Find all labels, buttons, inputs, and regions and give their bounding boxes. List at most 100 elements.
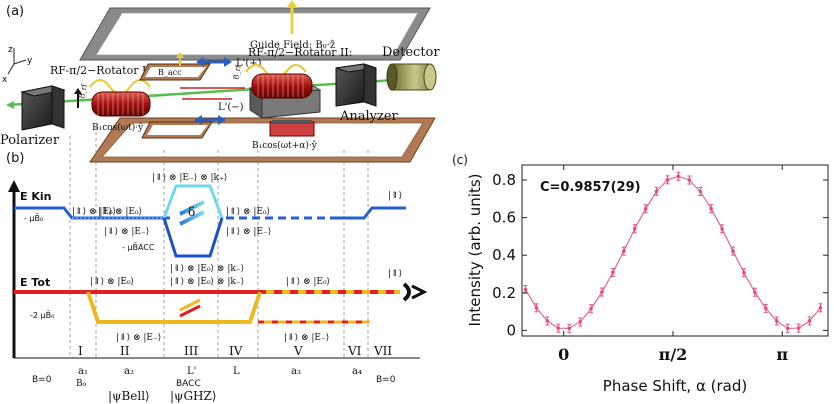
panel-a: (a) Guide Field: B₀·ẑ z y x Polarizer — [0, 0, 440, 163]
guide-field-label: Guide Field: B₀·ẑ — [250, 40, 335, 51]
psi-bell-label: |ψBell⟩ — [108, 389, 150, 403]
bottom-label-b0-left: B=0 — [32, 375, 52, 385]
data-point — [720, 227, 724, 231]
rotator2-dark-block — [269, 120, 315, 137]
data-point — [763, 306, 768, 311]
bacc-label: B_acc — [158, 68, 182, 77]
rotator2-label: RF-π/2−Rotator II: — [248, 46, 352, 59]
delta-marker-blue: δ — [179, 200, 205, 226]
data-point — [731, 249, 735, 253]
detector-cylinder — [386, 63, 437, 91]
axis-y-label: y — [27, 56, 33, 66]
region-5: V — [293, 344, 303, 358]
x-axis-label: Phase Shift, α (rad) — [603, 377, 747, 395]
bacc-arrowhead — [176, 52, 184, 58]
data-point — [567, 326, 572, 331]
x-tick-label: π/2 — [659, 345, 688, 364]
y-tick-label: 0.4 — [492, 246, 516, 264]
beam-arrowhead — [6, 101, 14, 109]
data-point — [523, 287, 528, 292]
panel-a-label: (a) — [6, 4, 24, 19]
momentum-arrow-bottom — [194, 115, 226, 125]
guide-field-top-frame-inner — [95, 12, 419, 56]
data-point — [545, 319, 550, 323]
region-2: II — [120, 344, 130, 358]
ket-low-1: |⇓⟩ ⊗ |E₋⟩ — [116, 333, 161, 343]
delta-marker-red — [179, 298, 201, 318]
ket-mid-2: |⇑⟩ ⊗ |E₀⟩ ⊗ |k₋⟩ — [170, 277, 244, 287]
bacc-bottom-label: BACC — [176, 379, 201, 389]
data-point — [709, 206, 713, 211]
data-point — [785, 326, 790, 331]
two-mu-b0-label: -2 μB̄₀ — [30, 310, 54, 320]
b0-label: B₀ — [76, 379, 87, 389]
mu-bacc-label: - μB̄ACC — [122, 242, 155, 252]
momentum-arrow-top — [196, 57, 232, 67]
ket-top-box: |⇓⟩ ⊗ |E₋⟩ ⊗ |k₊⟩ — [152, 173, 227, 183]
x-tick-label: 0 — [558, 345, 569, 364]
brf1-label: B_rf — [78, 82, 89, 99]
l-minus-label: L'(−) — [218, 102, 244, 113]
bottom-label-a4: a₄ — [352, 366, 362, 377]
polarizer-label: Polarizer — [0, 133, 60, 148]
data-point — [556, 326, 561, 330]
psi-ghz-label: |ψGHZ⟩ — [170, 389, 217, 403]
region-3: III — [184, 344, 198, 358]
ket-top-low-1: |⇓⟩ ⊗ |E₋⟩ — [104, 227, 149, 237]
data-point — [534, 306, 539, 310]
bottom-label-a2: a₂ — [124, 366, 134, 377]
y-tick-label: 0 — [506, 321, 516, 339]
panel-c-label: (c) — [452, 153, 468, 167]
data-point — [698, 189, 703, 194]
data-point — [742, 270, 746, 275]
x-tick-label: π — [776, 345, 788, 364]
etot-label: E Tot — [20, 276, 50, 289]
y-tick-label: 0.8 — [492, 171, 516, 189]
ket-low-2: |⇓⟩ ⊗ |E₋⟩ — [284, 333, 329, 343]
data-point — [622, 249, 626, 253]
panel-b-label: (b) — [6, 151, 24, 166]
bottom-label-b0-right: B=0 — [376, 375, 396, 385]
spin-arrowhead — [74, 88, 82, 94]
data-point — [796, 326, 801, 330]
mu-b0-top-label: - μB̄₀ — [24, 213, 43, 223]
region-1: I — [78, 344, 83, 358]
data-point — [807, 319, 812, 323]
region-4: IV — [229, 344, 243, 358]
detector-eye-icon — [402, 282, 428, 302]
ket-mid-4: |⇑⟩ — [388, 269, 402, 279]
coordinate-axes: z y x — [2, 45, 33, 85]
analyzer-box — [335, 63, 377, 107]
contrast-annotation: C=0.9857(29) — [540, 180, 641, 195]
ekin-final-line — [330, 206, 406, 220]
data-point — [578, 320, 582, 324]
rotator1-label: RF-π/2−Rotator I: — [50, 64, 150, 77]
ket-mid-box: |⇓⟩ ⊗ |E₀⟩ ⊗ |k₋⟩ — [170, 264, 244, 274]
data-point — [643, 206, 648, 211]
ekin-label: E Kin — [20, 190, 51, 203]
detector-label: Detector — [382, 45, 440, 60]
ket-top-low-2: |⇓⟩ ⊗ |E₋⟩ — [226, 227, 271, 237]
data-point — [600, 290, 604, 294]
etot-lower-path — [86, 291, 262, 324]
plot-frame — [521, 164, 829, 337]
bottom-label-a1: a₁ — [78, 366, 88, 377]
ket-mid-1: |⇑⟩ ⊗ |E₀⟩ — [90, 277, 134, 287]
data-point — [676, 174, 681, 179]
energy-axis-arrowhead — [8, 180, 20, 192]
ket-mid-3: |⇑⟩ ⊗ |E₀⟩ — [286, 277, 330, 287]
region-6: VI — [347, 344, 362, 358]
acc-plate-bottom-inner — [147, 125, 208, 135]
bottom-label-lprime: L' — [187, 366, 196, 377]
ekin-hex-bottom — [162, 217, 224, 258]
data-point — [818, 306, 823, 310]
rotator2-coil — [251, 73, 313, 99]
acc-plate-top-inner — [145, 67, 206, 77]
axis-z-label: z — [8, 45, 13, 55]
y-tick-label: 0.6 — [492, 209, 516, 227]
delta-label: δ — [188, 205, 195, 219]
analyzer-label: Analyzer — [339, 109, 399, 124]
data-point — [774, 319, 779, 323]
